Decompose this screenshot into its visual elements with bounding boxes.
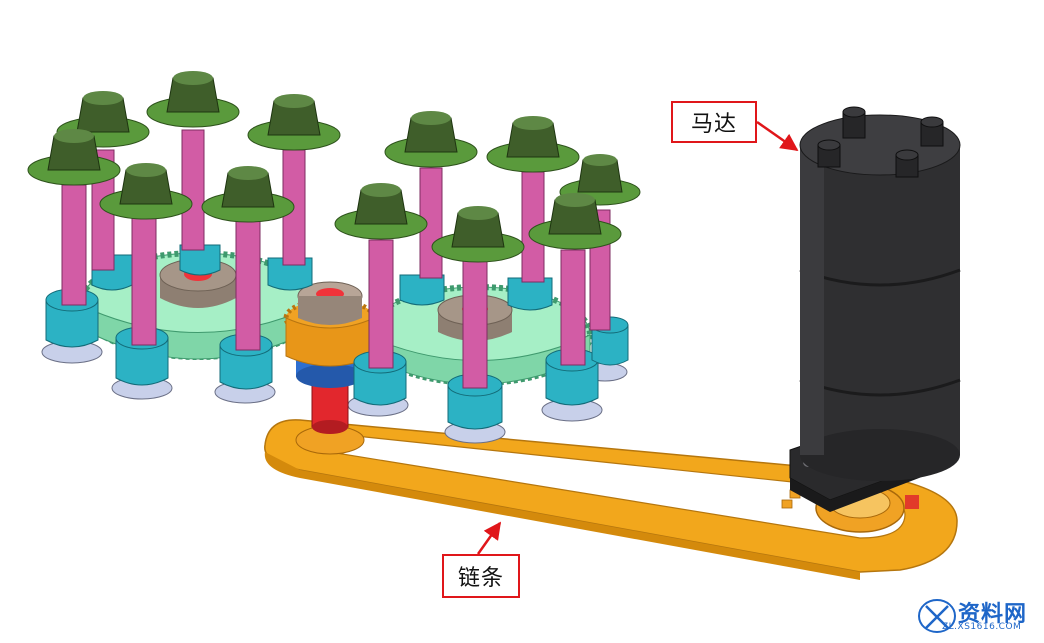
watermark-text: 资料网 — [958, 602, 1028, 627]
watermark-logo-icon — [918, 599, 956, 633]
mold-tops — [27, 71, 641, 263]
chain-arrow-icon — [476, 521, 502, 555]
motor-label: 马达 — [671, 101, 757, 143]
chain-loop — [264, 419, 958, 580]
watermark: 资料网 ZL.XS1616.COM — [912, 594, 1040, 638]
motor — [789, 106, 961, 512]
chain-label: 链条 — [442, 554, 520, 598]
hub-left — [159, 258, 237, 308]
watermark-url: ZL.XS1616.COM — [942, 622, 1022, 632]
center-drive-gear — [283, 281, 377, 434]
motor-arrow-icon — [756, 120, 799, 152]
